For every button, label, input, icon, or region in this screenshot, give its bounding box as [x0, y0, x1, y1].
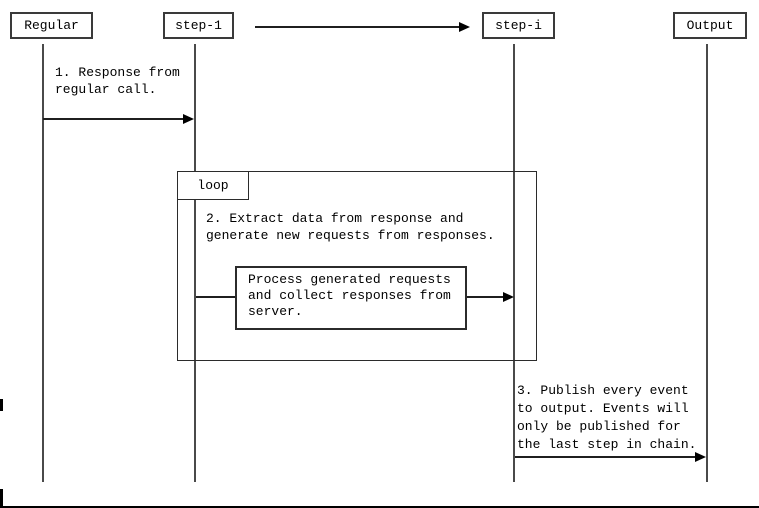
message-1-arrowhead-icon [183, 114, 194, 124]
chain-arrow-line [255, 26, 459, 28]
actor-box-step-i: step-i [482, 12, 555, 39]
lifeline-step-1 [194, 44, 196, 482]
bottom-border-line [0, 506, 759, 508]
lifeline-output [706, 44, 708, 482]
message-3-arrowhead-icon [695, 452, 706, 462]
lifeline-regular [42, 44, 44, 482]
bottom-left-corner-mark [0, 489, 3, 508]
process-box: Process generated requests and collect r… [235, 266, 467, 330]
message-3-arrow-line [515, 456, 695, 458]
actor-box-regular: Regular [10, 12, 93, 39]
loop-fragment-frame [177, 171, 537, 361]
process-arrowhead-icon [503, 292, 514, 302]
process-connector-line [196, 296, 235, 298]
process-arrow-line [467, 296, 503, 298]
left-edge-mark [0, 399, 3, 411]
message-2-text: 2. Extract data from response and genera… [206, 211, 495, 243]
message-3-text: 3. Publish every event to output. Events… [517, 383, 697, 452]
lifeline-step-i [513, 44, 515, 482]
actor-box-output: Output [673, 12, 747, 39]
chain-arrowhead-icon [459, 22, 470, 32]
message-1-text: 1. Response from regular call. [55, 65, 180, 97]
actor-box-step-1: step-1 [163, 12, 234, 39]
message-1-arrow-line [43, 118, 183, 120]
loop-fragment-label: loop [177, 171, 249, 200]
